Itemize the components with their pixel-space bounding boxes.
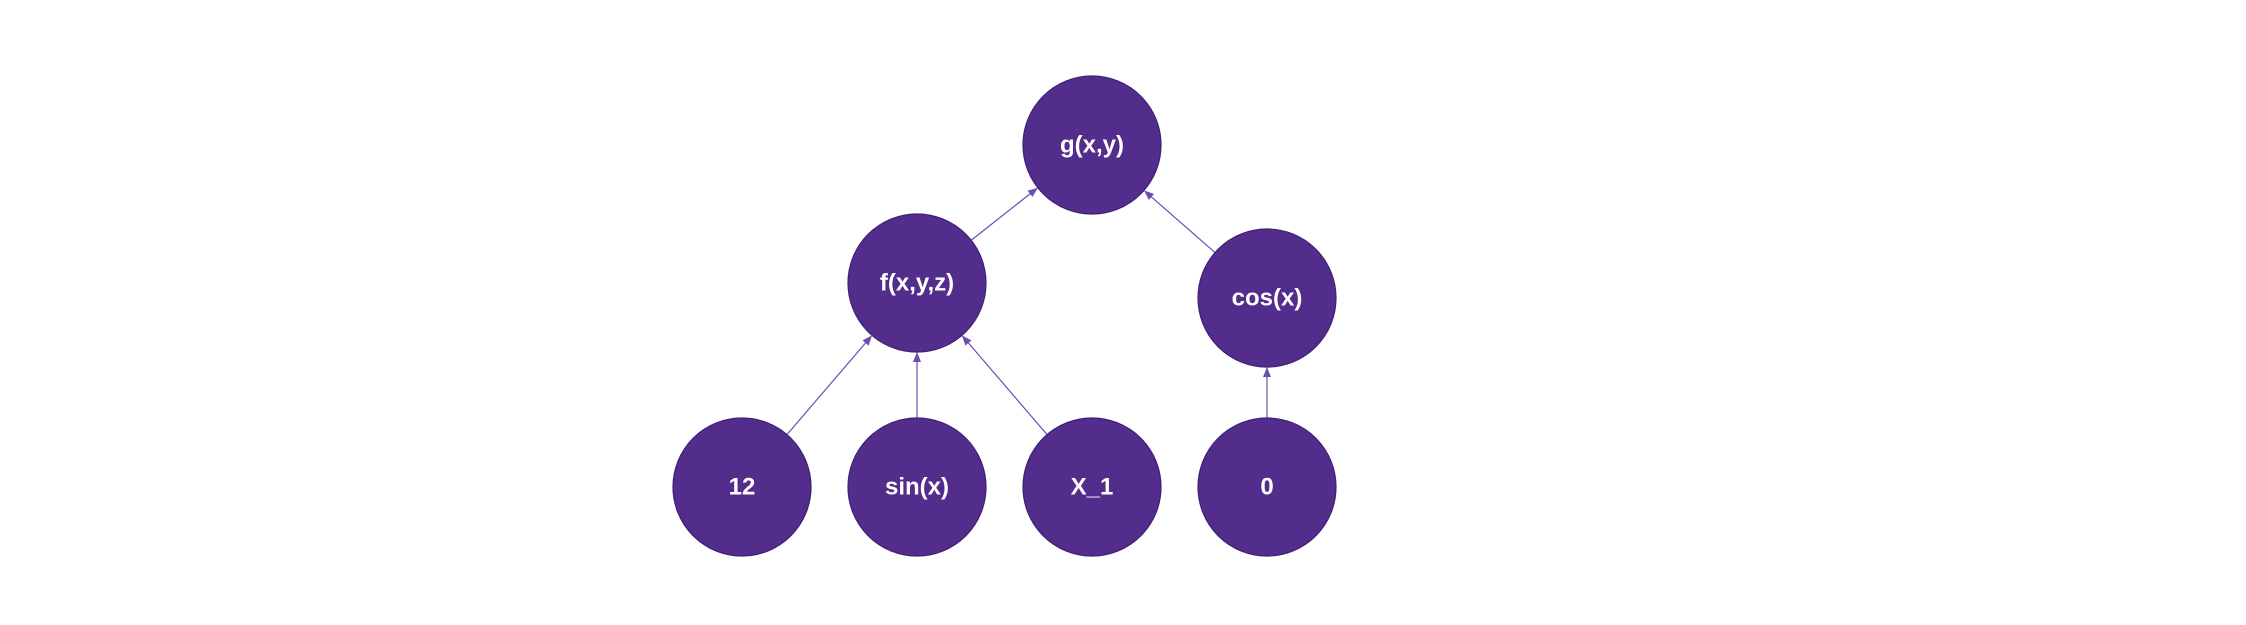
node-label: sin(x) bbox=[885, 474, 949, 501]
edges-layer bbox=[786, 187, 1271, 436]
node-circle bbox=[1197, 417, 1337, 557]
edge-x1-to-f bbox=[961, 335, 1048, 436]
node-cos: cos(x) bbox=[1197, 228, 1337, 368]
node-label: 0 bbox=[1260, 474, 1273, 501]
nodes-layer: g(x,y) f(x,y,z) cos(x) 12 sin(x) X_1 0 bbox=[672, 75, 1337, 557]
node-circle bbox=[672, 417, 812, 557]
node-label: cos(x) bbox=[1232, 285, 1303, 312]
edge-cos-to-g bbox=[1143, 190, 1216, 254]
node-g: g(x,y) bbox=[1022, 75, 1162, 215]
node-circle bbox=[1022, 75, 1162, 215]
node-x1: X_1 bbox=[1022, 417, 1162, 557]
edge-f-to-g bbox=[970, 187, 1038, 241]
node-label: X_1 bbox=[1071, 474, 1114, 501]
node-sin: sin(x) bbox=[847, 417, 987, 557]
node-circle bbox=[1022, 417, 1162, 557]
node-label: 12 bbox=[729, 474, 756, 501]
node-circle bbox=[847, 417, 987, 557]
node-f: f(x,y,z) bbox=[847, 213, 987, 353]
node-label: f(x,y,z) bbox=[880, 270, 954, 297]
node-circle bbox=[1197, 228, 1337, 368]
node-n12: 12 bbox=[672, 417, 812, 557]
edge-n12-to-f bbox=[786, 335, 873, 436]
node-label: g(x,y) bbox=[1060, 132, 1124, 159]
node-zero: 0 bbox=[1197, 417, 1337, 557]
node-circle bbox=[847, 213, 987, 353]
